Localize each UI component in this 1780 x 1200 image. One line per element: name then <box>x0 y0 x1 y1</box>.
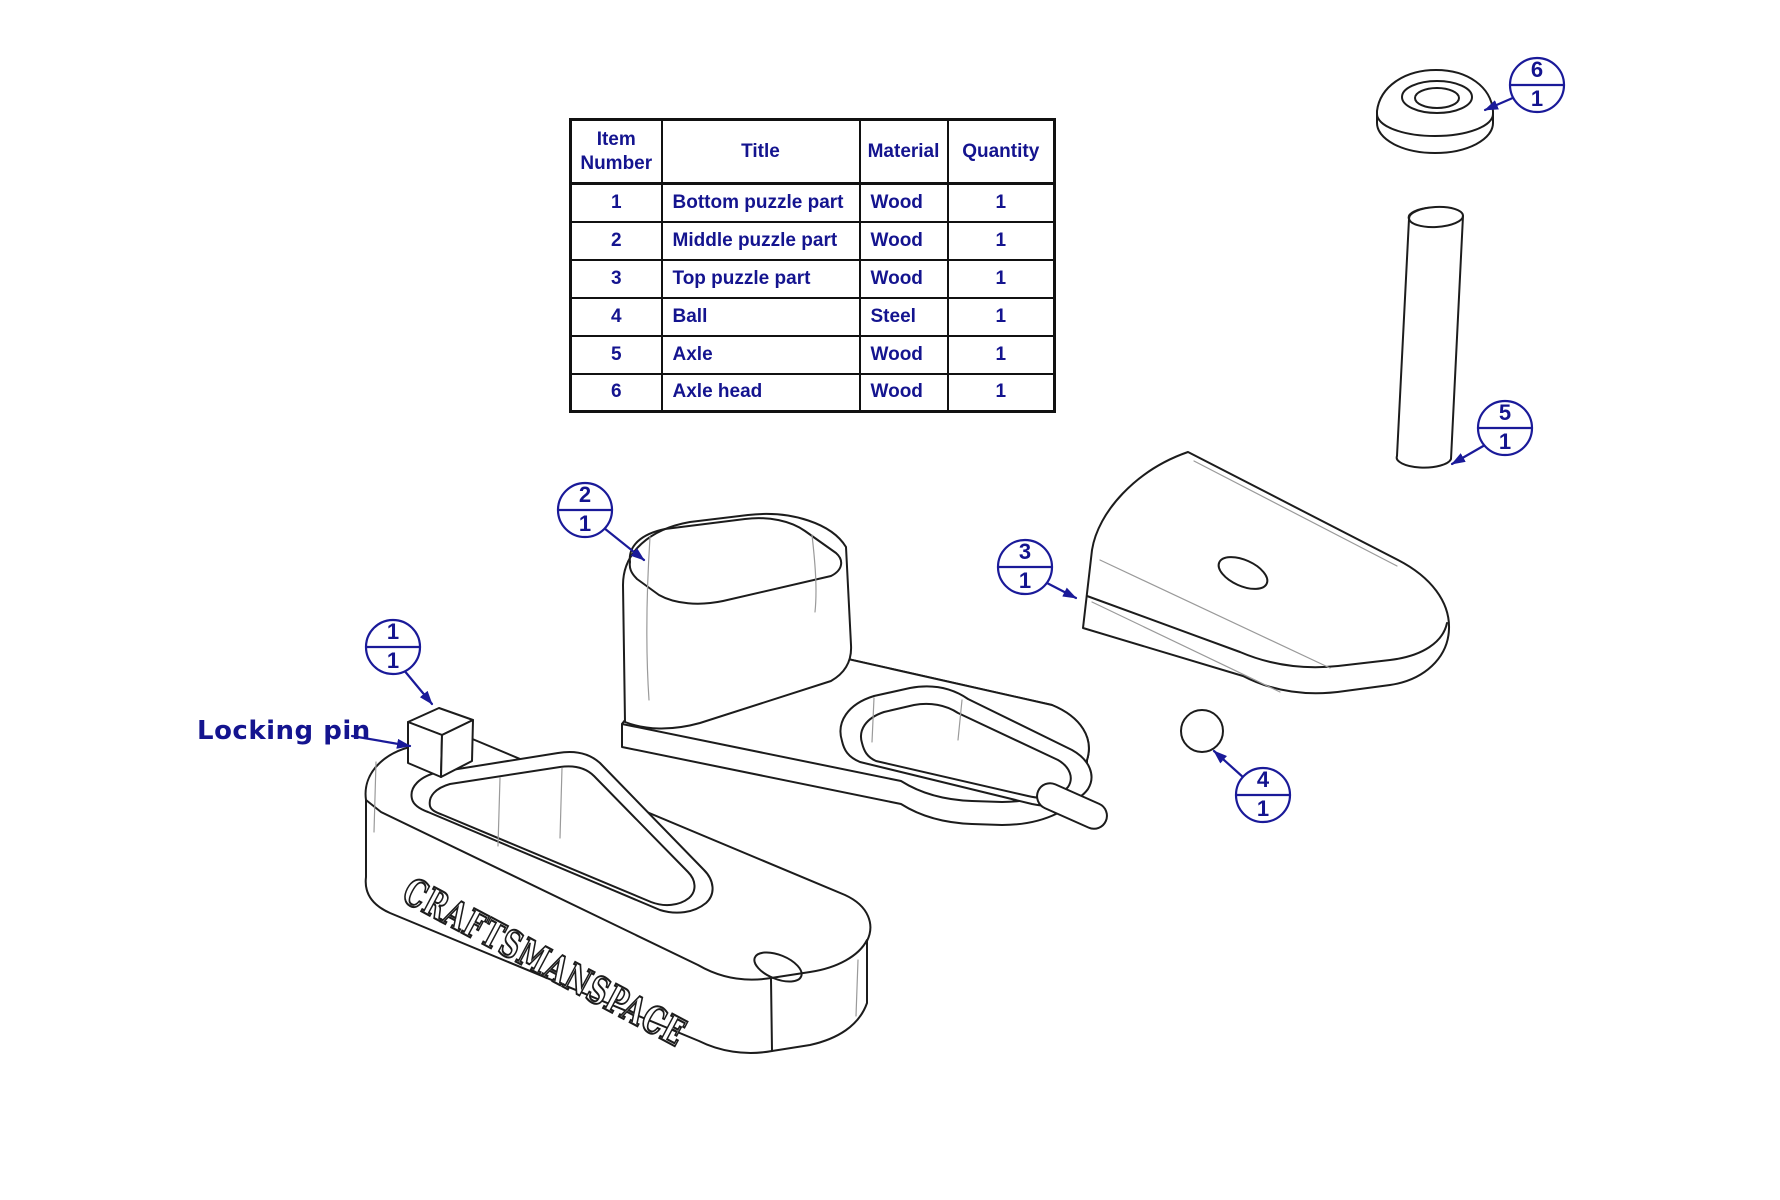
bottom-puzzle-part-drawing: CRAFTSMANSPACE <box>364 707 872 1056</box>
balloon-item-number: 3 <box>1019 539 1031 564</box>
leader-arrow-item-2 <box>602 526 646 562</box>
top-part-hole <box>1217 556 1269 590</box>
bom-header-material: Material <box>858 118 949 185</box>
middle-part-slot-hole <box>1036 782 1108 830</box>
bom-row: 1 Bottom puzzle part Wood 1 <box>569 182 1056 223</box>
balloon-item-4: 4 1 <box>1234 766 1292 824</box>
bom-cell-item-number: 4 <box>569 296 663 337</box>
bom-cell-item-number: 2 <box>569 220 663 261</box>
locking-pin-arrow <box>350 734 412 749</box>
bottom-part-pocket-wall-lines <box>497 767 563 847</box>
balloon-quantity: 1 <box>1499 429 1511 454</box>
balloon-item-6: 6 1 <box>1508 56 1566 114</box>
axle-head-drawing <box>1376 69 1494 154</box>
bom-cell-item-number: 6 <box>569 372 663 413</box>
bottom-part-hole <box>753 951 803 983</box>
balloon-quantity: 1 <box>1019 568 1031 593</box>
bom-cell-material: Wood <box>858 334 949 375</box>
leader-arrows <box>350 95 1517 780</box>
balloon-item-number: 6 <box>1531 57 1543 82</box>
bom-cell-item-number: 3 <box>569 258 663 299</box>
balloon-item-number: 2 <box>579 482 591 507</box>
bom-cell-title: Bottom puzzle part <box>660 182 861 223</box>
bom-cell-title: Top puzzle part <box>660 258 861 299</box>
bottom-part-pocket-floor <box>428 765 696 907</box>
middle-part-boss <box>622 513 853 730</box>
axle-top-face <box>1408 205 1464 229</box>
balloon-quantity: 1 <box>1531 86 1543 111</box>
bom-row: 6 Axle head Wood 1 <box>569 372 1056 413</box>
leader-arrow-item-4 <box>1212 749 1246 780</box>
balloon-quantity: 1 <box>1257 796 1269 821</box>
middle-part-pocket-rim <box>839 685 1093 807</box>
bom-cell-title: Ball <box>660 296 861 337</box>
middle-part-pocket-floor <box>860 702 1072 799</box>
bom-row: 5 Axle Wood 1 <box>569 334 1056 375</box>
axle-body <box>1395 206 1464 469</box>
balloon-item-number: 4 <box>1257 767 1270 792</box>
callout-balloons: 1 1 2 1 3 1 4 1 5 1 <box>364 56 1566 824</box>
bom-cell-quantity: 1 <box>946 334 1056 375</box>
bom-header-title: Title <box>660 118 861 185</box>
locking-pin-cube <box>407 707 474 778</box>
middle-part-pocket-wall-lines <box>871 697 963 743</box>
top-puzzle-part-drawing <box>1082 451 1451 695</box>
middle-puzzle-part-drawing <box>621 513 1108 830</box>
ball-drawing <box>1180 709 1224 753</box>
locking-pin-right-face <box>440 719 474 778</box>
axle-head-hole <box>1414 87 1460 109</box>
balloon-item-number: 5 <box>1499 400 1511 425</box>
balloon-item-5: 5 1 <box>1476 399 1534 457</box>
leader-arrow-item-5 <box>1450 443 1487 466</box>
middle-part-boss-top-face <box>628 517 843 605</box>
bom-header-row: Item Number Title Material Quantity <box>569 118 1056 185</box>
balloon-quantity: 1 <box>387 648 399 673</box>
top-part-near-edge <box>1086 595 1448 669</box>
bom-cell-material: Wood <box>858 182 949 223</box>
axle-head-base-seam <box>1376 113 1494 137</box>
balloon-quantity: 1 <box>579 511 591 536</box>
balloon-item-number: 1 <box>387 619 399 644</box>
bom-cell-quantity: 1 <box>946 372 1056 413</box>
bom-cell-material: Wood <box>858 372 949 413</box>
bottom-part-tangent-lines <box>373 761 859 1017</box>
bom-cell-quantity: 1 <box>946 258 1056 299</box>
bom-table: Item Number Title Material Quantity 1 Bo… <box>569 118 1056 413</box>
bom-cell-quantity: 1 <box>946 296 1056 337</box>
bom-row: 3 Top puzzle part Wood 1 <box>569 258 1056 299</box>
axle-head-rim <box>1401 80 1473 114</box>
bom-cell-material: Wood <box>858 258 949 299</box>
bottom-part-corner-edge <box>770 978 773 1052</box>
bom-header-quantity: Quantity <box>946 118 1056 185</box>
balloon-item-3: 3 1 <box>996 538 1054 596</box>
top-part-silhouette <box>1082 451 1451 695</box>
leader-arrow-item-6 <box>1483 95 1517 112</box>
bom-cell-title: Axle head <box>660 372 861 413</box>
leader-arrow-item-1 <box>401 667 434 706</box>
bom-cell-item-number: 1 <box>569 182 663 223</box>
leader-arrow-item-3 <box>1045 581 1078 600</box>
bom-cell-material: Steel <box>858 296 949 337</box>
bom-cell-quantity: 1 <box>946 220 1056 261</box>
bom-row: 2 Middle puzzle part Wood 1 <box>569 220 1056 261</box>
bom-cell-material: Wood <box>858 220 949 261</box>
bom-cell-quantity: 1 <box>946 182 1056 223</box>
axle-drawing <box>1395 205 1464 469</box>
bom-header-item-number: Item Number <box>569 118 663 185</box>
bom-row: 4 Ball Steel 1 <box>569 296 1056 337</box>
middle-part-boss-tangent-lines <box>646 534 817 701</box>
bom-cell-title: Middle puzzle part <box>660 220 861 261</box>
balloon-item-1: 1 1 <box>364 618 422 676</box>
top-part-tangent-lines <box>1091 460 1398 693</box>
bom-cell-title: Axle <box>660 334 861 375</box>
axle-head-silhouette <box>1376 69 1494 154</box>
locking-pin-label: Locking pin <box>197 716 371 746</box>
balloon-item-2: 2 1 <box>556 481 614 539</box>
bom-cell-item-number: 5 <box>569 334 663 375</box>
